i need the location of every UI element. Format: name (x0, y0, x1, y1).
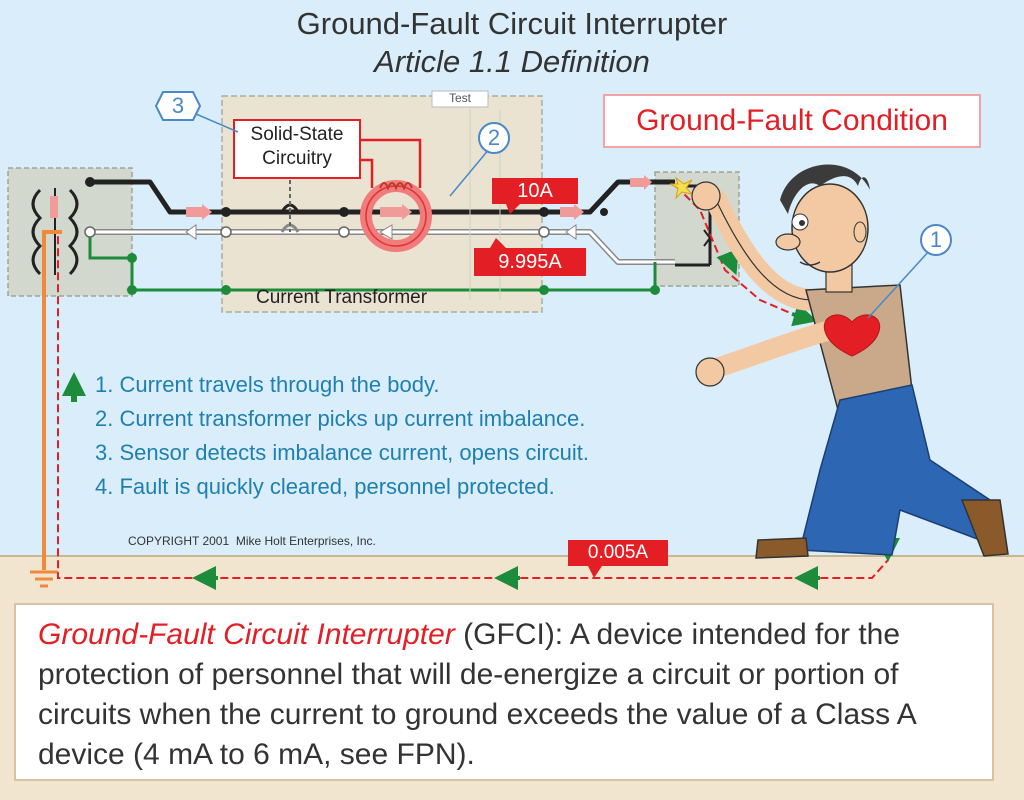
callout-2-badge (478, 122, 510, 154)
callout-3-label: 3 (171, 93, 185, 118)
return-current-value: 9.995A (498, 251, 562, 273)
definition-term: Ground-Fault Circuit Interrupter (38, 618, 455, 651)
page-title: Ground-Fault Circuit Interrupter (296, 6, 728, 41)
source-transformer (7, 167, 133, 297)
person-figure (691, 164, 1009, 559)
solid-state-circuitry-box (233, 119, 361, 179)
solid-state-label-line2: Circuitry (262, 148, 332, 169)
earth-ground-symbol (30, 570, 58, 588)
line-current-tag (492, 178, 578, 214)
line-current-value: 10A (517, 180, 553, 202)
up-arrow-icon (66, 380, 82, 402)
step-4: 4. Fault is quickly cleared, personnel p… (95, 474, 555, 499)
ground-current-value: 0.005A (587, 542, 649, 563)
step-3: 3. Sensor detects imbalance current, ope… (95, 440, 590, 465)
step-2: 2. Current transformer picks up current … (95, 406, 586, 431)
callout-3-badge (154, 91, 202, 121)
current-transformer-toroid (360, 180, 432, 252)
callout-1-label: 1 (929, 227, 943, 252)
test-button (431, 90, 489, 108)
ground-fault-condition-label: Ground-Fault Condition (636, 104, 948, 137)
ground-fault-condition-box (603, 94, 981, 148)
definition-body: (GFCI): A device intended for the protec… (38, 618, 916, 771)
definition-text: Ground-Fault Circuit Interrupter (GFCI):… (38, 615, 988, 775)
page-subtitle: Article 1.1 Definition (374, 44, 650, 79)
definition-box: Ground-Fault Circuit Interrupter (GFCI):… (14, 603, 994, 781)
step-1: 1. Current travels through the body. (95, 372, 440, 397)
callout-1-badge (920, 224, 952, 256)
grounding-electrode-conductor (42, 230, 62, 570)
heart-icon (823, 314, 881, 357)
callout-2-label: 2 (487, 125, 501, 150)
spark-icon (669, 176, 694, 200)
return-current-tag (474, 238, 586, 276)
test-button-label[interactable]: Test (448, 91, 471, 105)
ground-current-tag (568, 540, 668, 578)
current-transformer-label: Current Transformer (256, 287, 428, 308)
solid-state-label-line1: Solid-State (250, 124, 344, 145)
copyright-text: COPYRIGHT 2001 Mike Holt Enterprises, In… (128, 534, 376, 548)
